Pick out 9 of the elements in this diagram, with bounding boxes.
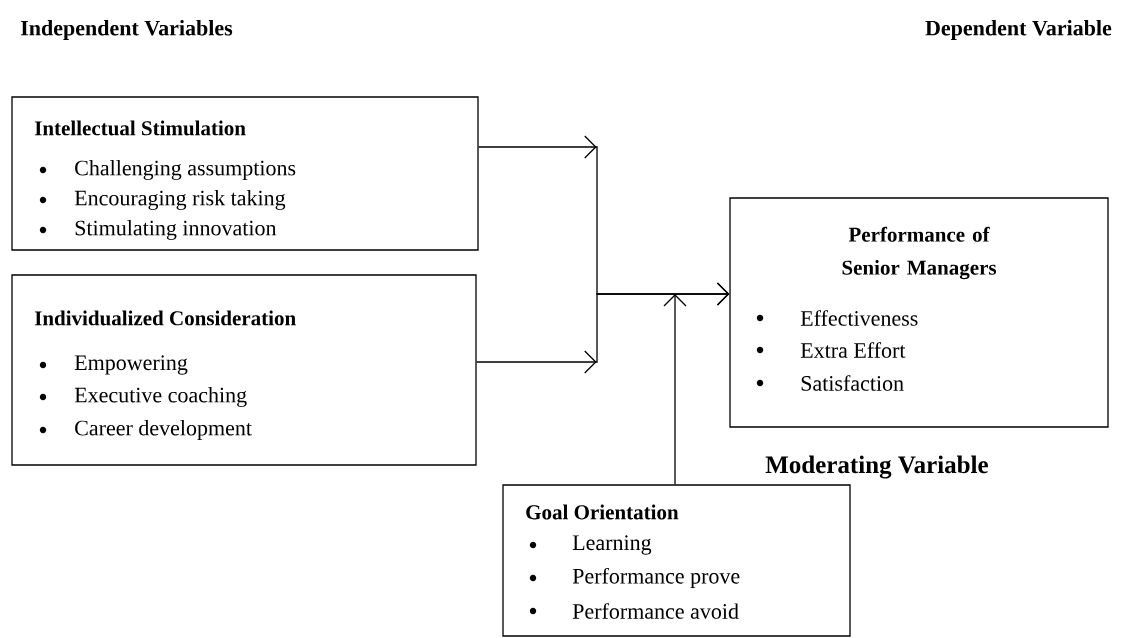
arrow [663, 294, 687, 485]
variable-box: Intellectual Stimulation Challenging assumptions Encouraging risk taking Stimulating innovation [11, 96, 479, 251]
variable-box: Goal Orientation Learning Performance prove Performance avoid [502, 484, 851, 637]
variable-heading: Dependent Variable [925, 20, 1112, 40]
variable-heading: Moderating Variable [765, 455, 988, 479]
variable-box: Individualized Consideration Empowering Executive coaching Career development [11, 274, 477, 466]
variable-heading: Independent Variables [20, 20, 233, 40]
variable-box: Performance of Senior Managers Effectiveness Extra Effort Satisfaction [729, 197, 1109, 428]
arrow [476, 282, 730, 374]
